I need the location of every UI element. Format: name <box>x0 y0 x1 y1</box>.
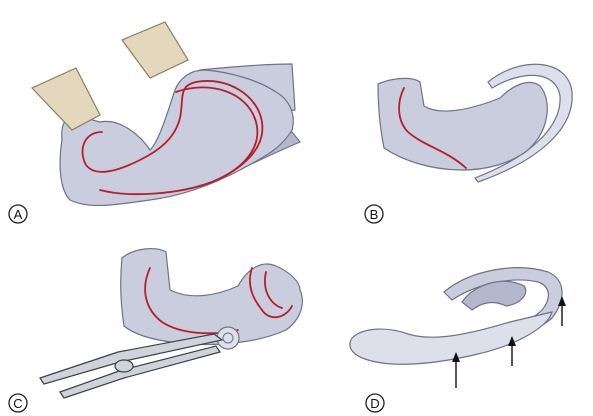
panel-d-inner-loop <box>461 280 527 311</box>
panel-a <box>30 21 301 207</box>
label-c-text: C <box>13 396 22 411</box>
label-b-text: B <box>370 207 379 222</box>
panel-a-tooth-left <box>30 67 101 131</box>
panel-a-tooth-right <box>121 21 189 79</box>
panel-d-trough <box>349 311 553 365</box>
panel-c-forceps-hinge <box>114 359 134 373</box>
panel-b-bone-body <box>377 77 548 171</box>
panel-d-arrow-2 <box>508 336 516 366</box>
label-d-text: D <box>370 396 379 411</box>
panel-c <box>39 248 303 399</box>
panel-c-cut-line-2 <box>249 267 293 319</box>
panel-d <box>349 267 566 388</box>
panel-c-strip-coil-inner <box>222 332 234 344</box>
panel-c-forceps-upper-jaw <box>39 333 224 385</box>
panel-b-curved-strip <box>474 63 573 183</box>
panel-c-cut-line-3 <box>264 271 283 309</box>
panel-b-cut-line <box>398 87 467 169</box>
panel-d-arrow-1 <box>452 352 460 388</box>
panel-a-cut-line-2 <box>175 86 259 187</box>
panel-a-bone-body <box>59 69 294 207</box>
label-c: C <box>8 393 28 413</box>
panel-c-cut-line-1 <box>144 267 239 335</box>
panel-c-bone-body <box>120 248 303 346</box>
panel-b <box>377 63 573 183</box>
panel-d-arrow-3 <box>558 296 566 326</box>
label-d: D <box>365 393 385 413</box>
label-b: B <box>364 204 384 224</box>
label-a-text: A <box>14 207 23 222</box>
label-a: A <box>8 204 28 224</box>
